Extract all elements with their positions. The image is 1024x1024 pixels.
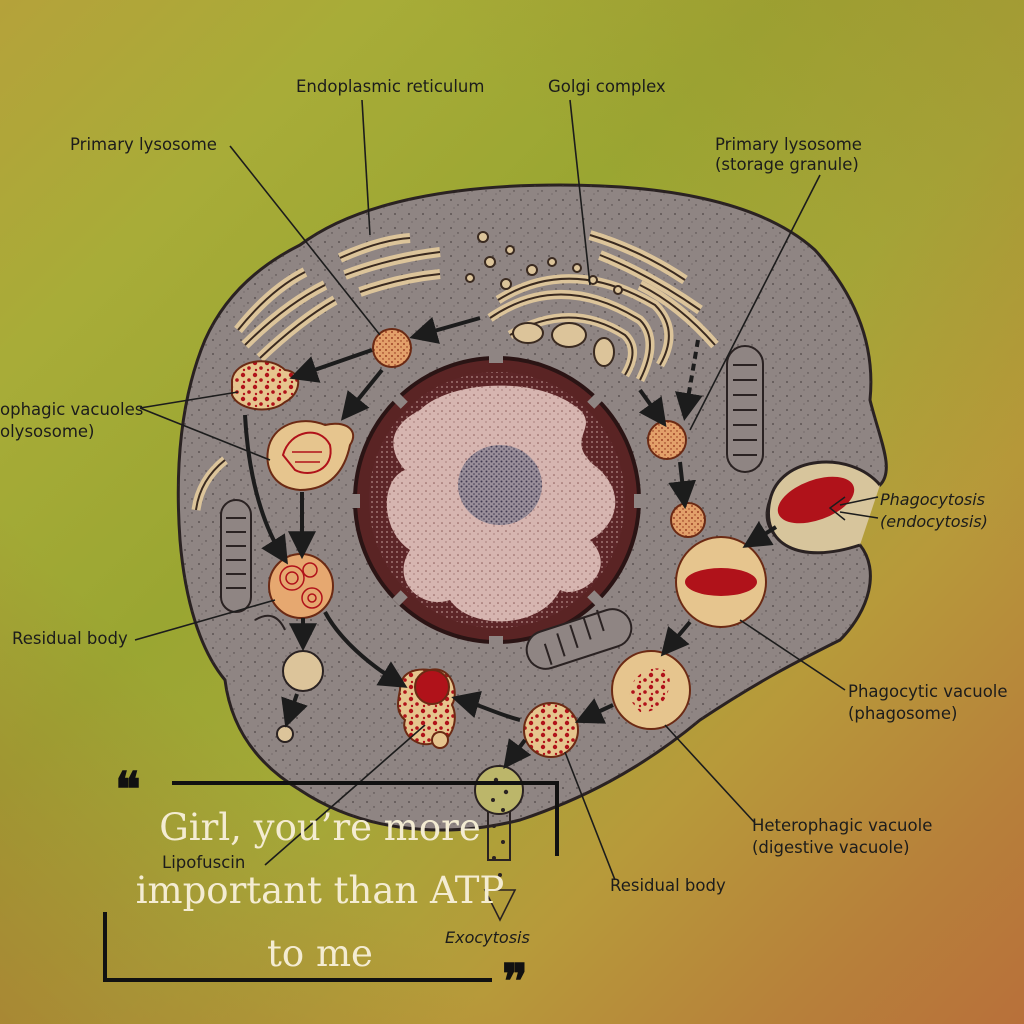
small-residual-body bbox=[282, 650, 324, 692]
label-exocytosis: Exocytosis bbox=[445, 928, 530, 947]
label-golgi-complex: Golgi complex bbox=[548, 77, 666, 96]
close-quote-icon: ❞ bbox=[502, 954, 528, 1010]
primary-lysosome bbox=[372, 328, 412, 368]
label-phagocytic-vacuole-line1: Phagocytic vacuole bbox=[848, 682, 1008, 701]
endoplasmic-reticulum bbox=[191, 230, 719, 511]
quote-line-1: Girl, you’re more bbox=[159, 806, 481, 849]
phagocytosis-arrow bbox=[839, 496, 879, 519]
lysosome-fusing bbox=[670, 502, 706, 538]
nucleus bbox=[350, 353, 644, 646]
open-quote-icon: ❝ bbox=[115, 762, 141, 818]
phagocytic-vacuole bbox=[675, 536, 767, 628]
label-residual-body-left: Residual body bbox=[12, 629, 128, 648]
heterophagic-vacuole bbox=[611, 650, 691, 730]
quote-line-2: important than ATP bbox=[135, 869, 505, 912]
label-heterophagic-vacuole-line1: Heterophagic vacuole bbox=[752, 816, 932, 835]
residual-body-left bbox=[268, 553, 334, 619]
nucleolus bbox=[458, 445, 542, 525]
mitochondria bbox=[220, 345, 764, 670]
autophagic-vacuole-2 bbox=[266, 420, 355, 492]
primary-lysosome-storage bbox=[647, 420, 687, 460]
leader-lines bbox=[134, 99, 846, 881]
tiny-residual-body bbox=[276, 725, 294, 743]
golgi-complex bbox=[465, 231, 674, 383]
label-phagocytic-vacuole-line2: (phagosome) bbox=[848, 704, 957, 723]
label-primary-lysosome-storage-line2: (storage granule) bbox=[715, 155, 859, 174]
label-lipofuscin: Lipofuscin bbox=[162, 853, 245, 872]
label-primary-lysosome-storage-line1: Primary lysosome bbox=[715, 135, 862, 154]
label-primary-lysosome: Primary lysosome bbox=[70, 135, 217, 154]
label-autophagic-vacuoles-line1: ophagic vacuoles bbox=[0, 400, 143, 419]
pathway-arrows bbox=[243, 316, 778, 769]
label-phagocytosis-line1: Phagocytosis bbox=[880, 490, 985, 509]
label-residual-body-bottom: Residual body bbox=[610, 876, 726, 895]
autophagic-vacuole-1 bbox=[231, 360, 300, 411]
label-heterophagic-vacuole-line2: (digestive vacuole) bbox=[752, 838, 910, 857]
quote-frame bbox=[103, 781, 559, 982]
label-autophagic-vacuoles-line2: olysosome) bbox=[0, 422, 95, 441]
quote-line-3: to me bbox=[267, 932, 373, 975]
exocytosis-vesicle bbox=[474, 765, 524, 922]
label-endoplasmic-reticulum: Endoplasmic reticulum bbox=[296, 77, 484, 96]
phagocytosis-pocket bbox=[767, 460, 882, 555]
label-phagocytosis-line2: (endocytosis) bbox=[880, 512, 988, 531]
lipofuscin-granule bbox=[397, 668, 456, 749]
residual-body-bottom bbox=[523, 702, 579, 758]
